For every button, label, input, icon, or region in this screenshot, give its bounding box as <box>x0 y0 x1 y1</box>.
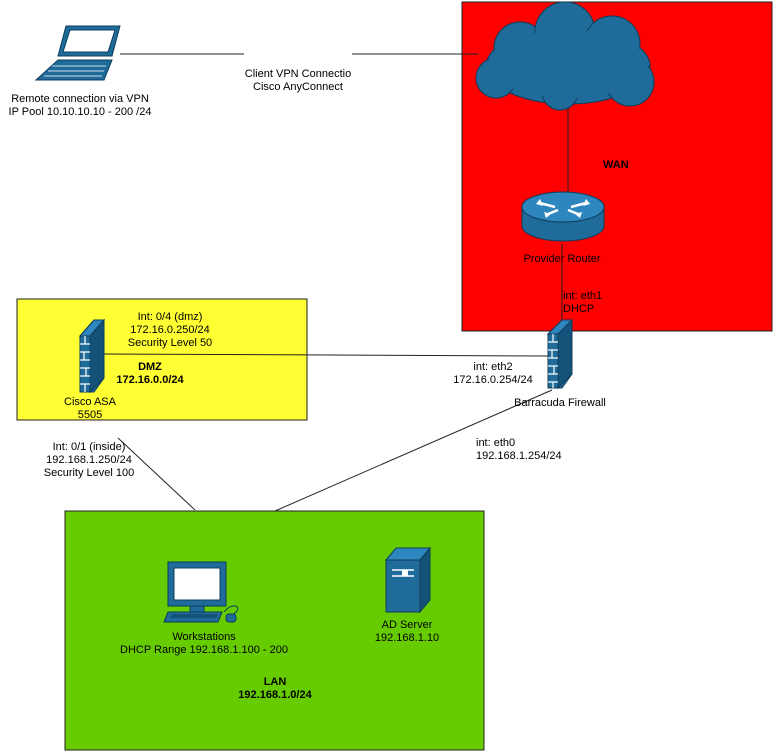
cisco-asa-label: Cisco ASA 5505 <box>40 396 140 422</box>
lan-zone-subnet: 192.168.1.0/24 <box>238 689 312 701</box>
barracuda-eth0-line2: 192.168.1.254/24 <box>476 450 562 462</box>
barracuda-firewall-icon <box>546 318 574 390</box>
ad-server-label: AD Server 192.168.1.10 <box>352 619 462 645</box>
cisco-asa-label-line1: Cisco ASA <box>64 396 116 408</box>
asa-dmz-int-line1: Int: 0/4 (dmz) <box>137 311 203 323</box>
barracuda-eth1-label: int: eth1 DHCP <box>563 290 602 316</box>
remote-vpn-label-line1: Remote connection via VPN <box>11 93 149 105</box>
vpn-link-label-line1: Client VPN Connectio <box>244 68 352 80</box>
dmz-zone-subnet: 172.16.0.0/24 <box>116 374 184 386</box>
asa-lan-link <box>117 437 196 511</box>
ad-server-label-line2: 192.168.1.10 <box>374 632 440 644</box>
workstations-label-line1: Workstations <box>172 631 236 643</box>
workstations-label: Workstations DHCP Range 192.168.1.100 - … <box>104 631 304 657</box>
laptop-icon <box>34 25 121 81</box>
vpn-link-label-line2: Cisco AnyConnect <box>253 81 343 93</box>
cisco-asa-firewall-icon <box>78 318 106 394</box>
router-icon <box>521 191 605 242</box>
workstations-label-line2: DHCP Range 192.168.1.100 - 200 <box>120 644 288 656</box>
provider-router-label: Provider Router <box>523 253 601 265</box>
barracuda-lan-link <box>274 389 553 512</box>
lan-zone-title: LAN <box>263 676 287 688</box>
dmz-link <box>103 353 549 357</box>
ad-server-label-line1: AD Server <box>381 619 433 631</box>
asa-dmz-interface-label: Int: 0/4 (dmz) 172.16.0.250/24 Security … <box>100 311 240 350</box>
barracuda-eth0-label: int: eth0 192.168.1.254/24 <box>476 437 562 463</box>
wan-zone-title: WAN <box>603 159 629 171</box>
asa-inside-interface-label: Int: 0/1 (inside) 192.168.1.250/24 Secur… <box>24 441 154 480</box>
asa-inside-int-line3: Security Level 100 <box>43 467 135 479</box>
vpn-link-label: Client VPN Connectio Cisco AnyConnect <box>228 68 368 94</box>
workstation-icon <box>163 561 239 623</box>
asa-dmz-int-line3: Security Level 50 <box>127 337 213 349</box>
asa-dmz-int-line2: 172.16.0.250/24 <box>130 324 210 336</box>
barracuda-firewall-label: Barracuda Firewall <box>514 397 606 409</box>
dmz-zone <box>16 298 308 421</box>
asa-inside-int-line2: 192.168.1.250/24 <box>46 454 132 466</box>
lan-zone-label: LAN 192.168.1.0/24 <box>215 676 335 702</box>
remote-vpn-label-line2: IP Pool 10.10.10.10 - 200 /24 <box>8 106 152 118</box>
cisco-asa-label-line2: 5505 <box>77 409 103 421</box>
barracuda-eth2-label: int: eth2 172.16.0.254/24 <box>440 361 546 387</box>
dmz-zone-label: DMZ 172.16.0.0/24 <box>110 361 190 387</box>
dmz-zone-title: DMZ <box>138 361 162 373</box>
server-icon <box>384 546 432 614</box>
barracuda-eth2-line1: int: eth2 <box>473 361 513 373</box>
remote-vpn-label: Remote connection via VPN IP Pool 10.10.… <box>0 93 160 119</box>
barracuda-eth0-line1: int: eth0 <box>476 437 516 449</box>
asa-inside-int-line1: Int: 0/1 (inside) <box>52 441 126 453</box>
barracuda-eth1-line1: int: eth1 <box>563 290 603 302</box>
barracuda-eth1-line2: DHCP <box>563 303 595 315</box>
barracuda-eth2-line2: 172.16.0.254/24 <box>453 374 533 386</box>
